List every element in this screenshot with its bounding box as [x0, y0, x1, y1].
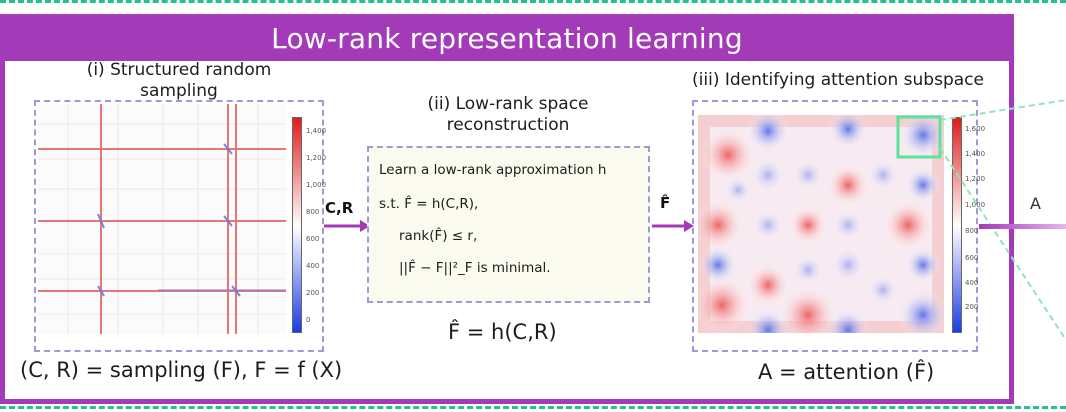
box-line-4: ||F̂ − F||²_F is minimal. — [399, 260, 551, 276]
box-line-1: Learn a low-rank approximation h — [379, 162, 607, 178]
arrow-to-attention — [652, 220, 694, 232]
box-line-3: rank(F̂) ≤ r, — [399, 228, 478, 244]
zoom-guide-lines — [940, 100, 1066, 341]
attention-colorbar-ticks: 1,600 1,400 1,200 1,000 800 600 400 200 — [965, 125, 986, 311]
sampling-heatmap — [38, 104, 286, 334]
reconstruction-box: Learn a low-rank approximation h s.t. F̂… — [367, 146, 650, 303]
box-line-2: s.t. F̂ = h(C,R), — [379, 196, 479, 212]
attention-formula: A = attention (F̂) — [758, 360, 935, 384]
sampling-formula: (C, R) = sampling (F), F = f (X) — [20, 358, 343, 382]
sampling-colorbar-ticks: 1,400 1,200 1,000 800 600 400 200 0 — [306, 127, 327, 324]
outer-green-dashed-border-bottom — [0, 406, 1066, 409]
attention-highlight-box — [896, 115, 942, 159]
attention-heatmap — [698, 115, 944, 333]
arrow-label-cr: C,R — [325, 199, 354, 217]
sampling-panel — [34, 100, 324, 352]
attention-colorbar — [952, 117, 962, 333]
output-label-a: A — [1030, 194, 1041, 213]
attention-section-title: (iii) Identifying attention subspace — [692, 70, 984, 90]
outer-green-dashed-border-top — [0, 0, 1066, 3]
sampling-colorbar — [292, 117, 302, 333]
attention-panel — [692, 100, 978, 352]
connector-to-next — [979, 224, 1066, 229]
sampling-section-title: (i) Structured random sampling — [86, 60, 272, 101]
reconstruction-section-title: (ii) Low-rank space reconstruction — [427, 94, 589, 135]
arrow-label-fhat: F̂ — [660, 194, 671, 212]
banner-title: Low-rank representation learning — [5, 19, 1009, 61]
reconstruction-formula: F̂ = h(C,R) — [448, 320, 557, 344]
arrow-to-reconstruction — [324, 220, 370, 232]
